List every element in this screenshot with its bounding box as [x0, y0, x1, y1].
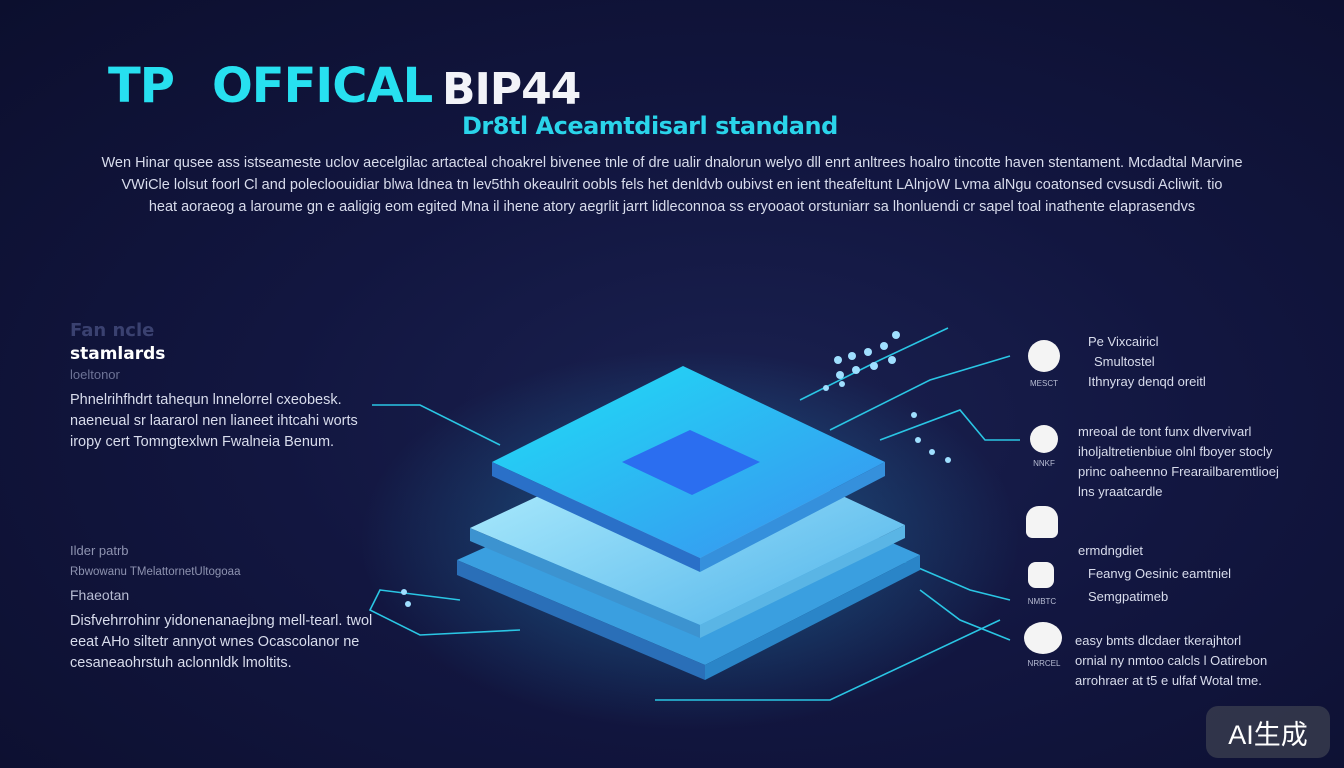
feature-line: Smultostel: [1094, 354, 1155, 369]
icon-caption: NRRCEL: [1027, 659, 1061, 668]
left-section2-caption: Rbwowanu TMelattornetUltogoaa: [70, 566, 241, 578]
title-tp: TP: [108, 58, 175, 114]
feature-text: mreoal de tont funx dlvervivarl iholjalt…: [1078, 422, 1279, 502]
icon-caption: NMBTC: [1027, 597, 1057, 606]
feature-line: lns yraatcardle: [1078, 484, 1163, 499]
intro-paragraph: Wen Hinar qusee ass istseameste uclov ae…: [70, 152, 1274, 218]
left-section2-text: Disfvehrrohinr yidonenanaejbng mell-tear…: [70, 613, 373, 671]
feature-line: easy bmts dlcdaer tkerajhtorl: [1075, 633, 1242, 648]
left-heading: stamlards: [70, 344, 166, 364]
left-text: Phnelrihfhdrt tahequn lnnelorrel cxeobes…: [70, 392, 358, 450]
coin-icon: [1024, 622, 1062, 654]
feature-text: easy bmts dlcdaer tkerajhtorl ornial ny …: [1075, 631, 1267, 691]
cloud-icon: [1026, 506, 1058, 538]
ai-generated-badge: AI生成: [1206, 706, 1330, 758]
subtitle: Dr8tl Aceamtdisarl standand: [462, 112, 838, 140]
intro-line: VWiCle lolsut foorl Cl and polecloouidia…: [121, 177, 1223, 193]
feature-line: ermdngdiet: [1078, 543, 1144, 558]
feature-line: mreoal de tont funx dlvervivarl: [1078, 424, 1252, 439]
wallet-icon: [1028, 562, 1054, 588]
left-section2-label: Ilder patrb: [70, 543, 129, 558]
icon-caption: MESCT: [1030, 379, 1058, 388]
feature-line: Feanvg Oesinic eamtniel: [1088, 566, 1232, 581]
feature-text: ermdngdiet Feanvg Oesinic eamtniel Semgp…: [1078, 541, 1231, 607]
feature-line: arrohraer at t5 e ulfaf Wotal tme.: [1075, 673, 1262, 688]
globe-icon: [1028, 340, 1060, 372]
shield-icon: [1030, 425, 1058, 453]
left-ghost-heading: Fan ncle: [70, 320, 155, 341]
intro-line: heat aoraeog a laroume gn e aaligig eom …: [148, 199, 1196, 215]
left-subheading: loeltonor: [70, 367, 120, 382]
circuit-lines: [368, 327, 1020, 701]
data-dots: [401, 331, 951, 607]
left-section2-title: Fhaeotan: [70, 587, 130, 603]
feature-line: Semgpatimeb: [1088, 589, 1169, 604]
feature-line: Pe Vixcairicl: [1088, 334, 1159, 349]
feature-line: ornial ny nmtoo calcls l Oatirebon: [1075, 653, 1268, 668]
feature-line: princ oaheenno Frearailbaremtlioej: [1078, 464, 1279, 479]
feature-line: Ithnyray denqd oreitl: [1088, 374, 1206, 389]
title-bip44: BIP44: [442, 64, 581, 115]
intro-line: Wen Hinar qusee ass istseameste uclov ae…: [101, 155, 1243, 171]
title-official: OFFICAL: [212, 58, 433, 114]
icon-caption: NNKF: [1033, 459, 1055, 468]
feature-text: Pe Vixcairicl Smultostel Ithnyray denqd …: [1088, 332, 1206, 392]
chip-core: [622, 430, 760, 495]
feature-line: iholjaltretienbiue olnl fboyer stocly: [1078, 444, 1273, 459]
